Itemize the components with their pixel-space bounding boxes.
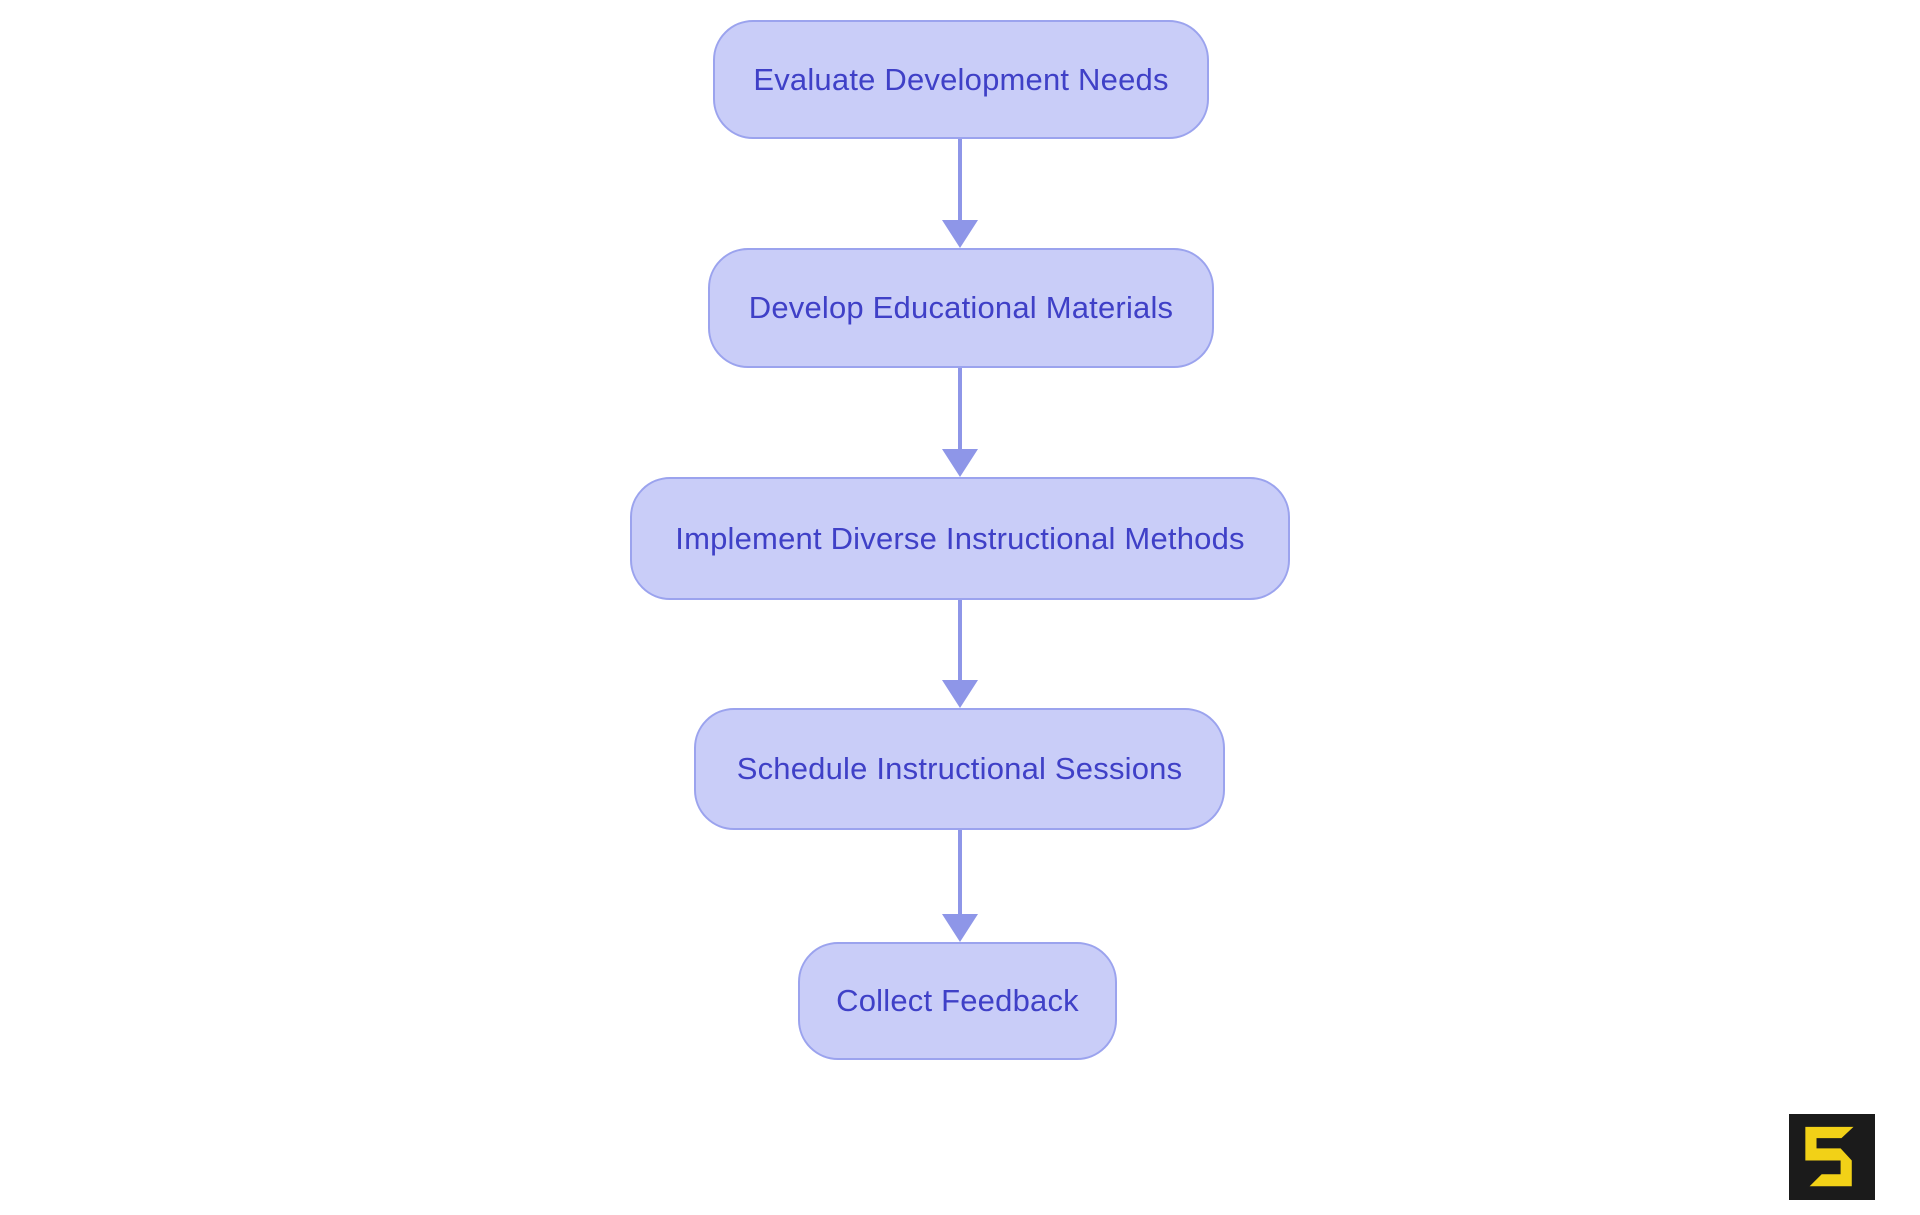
flow-node-implement-diverse-instructional-methods: Implement Diverse Instructional Methods [630,477,1290,600]
brand-logo [1787,1114,1877,1200]
arrow-line [958,368,962,451]
arrow-head-icon [942,220,978,248]
flow-node-label: Develop Educational Materials [748,290,1174,325]
arrow-head-icon [942,449,978,477]
arrow-head-icon [942,914,978,942]
flow-arrow-4 [942,830,978,942]
flow-arrow-2 [942,368,978,477]
flow-node-collect-feedback: Collect Feedback [798,942,1117,1060]
arrow-line [958,600,962,682]
arrow-line [958,139,962,222]
flow-node-label: Evaluate Development Needs [753,61,1169,97]
flow-arrow-3 [942,600,978,708]
flow-node-evaluate-development-needs: Evaluate Development Needs [713,20,1209,139]
arrow-head-icon [942,680,978,708]
flow-node-develop-educational-materials: Develop Educational Materials [708,248,1214,368]
flow-node-label: Collect Feedback [836,983,1079,1018]
flow-node-label: Schedule Instructional Sessions [736,751,1183,786]
s-logo-icon [1789,1114,1875,1200]
arrow-line [958,830,962,916]
flow-node-schedule-instructional-sessions: Schedule Instructional Sessions [694,708,1225,830]
flow-node-label: Implement Diverse Instructional Methods [675,520,1245,556]
logo-s-glyph [1805,1126,1854,1187]
flow-arrow-1 [942,139,978,248]
